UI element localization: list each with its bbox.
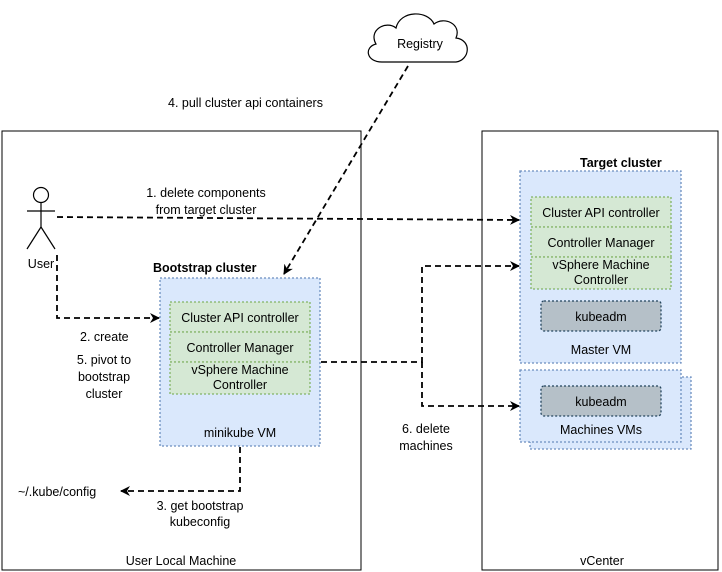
machines-kubeadm-box <box>540 385 662 417</box>
bootstrap-vsphere-machine-label-line1: vSphere Machine <box>191 363 288 377</box>
bootstrap-cluster-api-controller-label: Cluster API controller <box>181 311 298 325</box>
bootstrap-controller-manager-label: Controller Manager <box>187 341 294 355</box>
target-cluster-api-controller <box>530 196 672 228</box>
target-cluster-api-controller-label: Cluster API controller <box>542 206 659 220</box>
step6-label-line1: 6. delete <box>402 422 450 436</box>
master-vm-label: Master VM <box>571 343 631 357</box>
arrow-get-kubeconfig <box>120 447 241 496</box>
target-vsphere-machine-label-line2: Controller <box>574 273 628 287</box>
target-controller-manager-label: Controller Manager <box>548 236 655 250</box>
machines-vms-label: Machines VMs <box>560 423 642 437</box>
step3-label-line1: 3. get bootstrap <box>157 499 244 513</box>
user-label: User <box>28 257 54 271</box>
vcenter-label: vCenter <box>580 554 624 568</box>
arrow-pull-containers <box>283 65 409 275</box>
arrow-pivot-to-target <box>321 261 520 363</box>
step5-label-line1: 5. pivot to <box>77 353 131 367</box>
user-actor: User <box>26 186 56 271</box>
bootstrap-cluster-api-controller <box>169 301 311 333</box>
step1-label-line2: from target cluster <box>156 203 257 217</box>
registry-cloud: Registry <box>367 13 468 63</box>
step6-label-line2: machines <box>399 439 453 453</box>
arrow-create-bootstrap <box>56 255 160 323</box>
step1-label-line1: 1. delete components <box>146 186 266 200</box>
step5-label-line3: cluster <box>86 387 123 401</box>
step2-label: 2. create <box>80 330 129 344</box>
target-controller-manager <box>530 226 672 258</box>
bootstrap-controller-manager <box>169 331 311 363</box>
target-kubeadm-label: kubeadm <box>575 310 626 324</box>
target-cluster-title: Target cluster <box>580 156 662 170</box>
target-vsphere-machine-label-line1: vSphere Machine <box>552 258 649 272</box>
cloud-icon <box>367 13 468 63</box>
minikube-vm-label: minikube VM <box>204 426 276 440</box>
user-local-machine-label: User Local Machine <box>126 554 237 568</box>
machines-kubeadm-label: kubeadm <box>575 395 626 409</box>
arrow-delete-components <box>56 214 520 225</box>
bootstrap-vsphere-machine-controller <box>169 361 311 395</box>
step5-label-line2: bootstrap <box>78 370 130 384</box>
arrows <box>56 65 520 496</box>
user-stick-figure-icon <box>26 186 56 250</box>
vcenter-frame <box>481 130 719 571</box>
bootstrap-cluster-title: Bootstrap cluster <box>153 261 257 275</box>
kubeconfig-path-label: ~/.kube/config <box>18 485 96 499</box>
registry-label: Registry <box>397 37 444 51</box>
step4-label: 4. pull cluster api containers <box>168 96 323 110</box>
step3-label-line2: kubeconfig <box>170 515 231 529</box>
user-local-machine-frame <box>1 130 362 571</box>
target-kubeadm-box <box>540 300 662 332</box>
bootstrap-vsphere-machine-label-line2: Controller <box>213 378 267 392</box>
target-vsphere-machine-controller <box>530 256 672 290</box>
arrow-delete-machines <box>421 362 520 411</box>
